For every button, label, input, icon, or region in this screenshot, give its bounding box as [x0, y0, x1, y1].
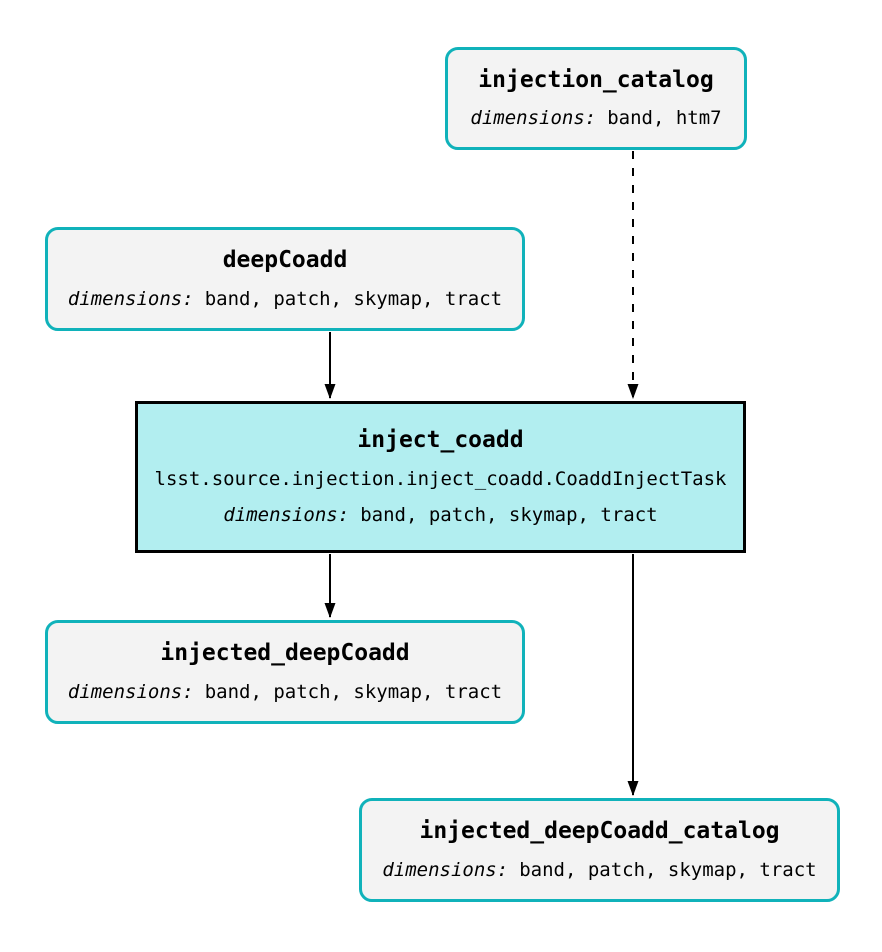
node-injection-catalog: injection_catalog dimensions: band, htm7 — [445, 47, 747, 150]
node-title: inject_coadd — [357, 427, 524, 454]
dimensions-label: dimensions: — [223, 503, 350, 526]
dimensions-label: dimensions: — [470, 107, 597, 130]
node-title: injection_catalog — [478, 66, 714, 93]
node-title: injected_deepCoadd_catalog — [419, 818, 780, 845]
dimensions-label: dimensions: — [382, 858, 509, 881]
node-inject-coadd: inject_coadd lsst.source.injection.injec… — [135, 401, 746, 553]
task-class-path: lsst.source.injection.inject_coadd.Coadd… — [154, 467, 727, 490]
node-dimensions: dimensions: band, htm7 — [470, 108, 721, 129]
dimensions-values: band, patch, skymap, tract — [360, 503, 658, 526]
node-deepCoadd: deepCoadd dimensions: band, patch, skymap… — [45, 227, 525, 331]
node-dimensions: dimensions: band, patch, skymap, tract — [382, 858, 817, 881]
dimensions-values: band, patch, skymap, tract — [204, 680, 503, 703]
dimensions-label: dimensions: — [67, 680, 194, 703]
node-dimensions: dimensions: band, patch, skymap, tract — [67, 680, 503, 703]
node-dimensions: dimensions: band, patch, skymap, tract — [67, 287, 503, 310]
dimensions-label: dimensions: — [67, 287, 194, 310]
node-title: injected_deepCoadd — [160, 640, 410, 667]
node-dimensions: dimensions: band, patch, skymap, tract — [223, 503, 658, 526]
dimensions-values: band, patch, skymap, tract — [204, 287, 503, 310]
node-injected-deepCoadd: injected_deepCoadd dimensions: band, patc… — [45, 620, 525, 724]
dimensions-values: band, patch, skymap, tract — [519, 858, 817, 881]
node-title: deepCoadd — [222, 247, 348, 274]
dimensions-values: band, htm7 — [607, 107, 722, 130]
node-injected-deepCoadd-catalog: injected_deepCoadd_catalog dimensions: ba… — [359, 798, 840, 902]
